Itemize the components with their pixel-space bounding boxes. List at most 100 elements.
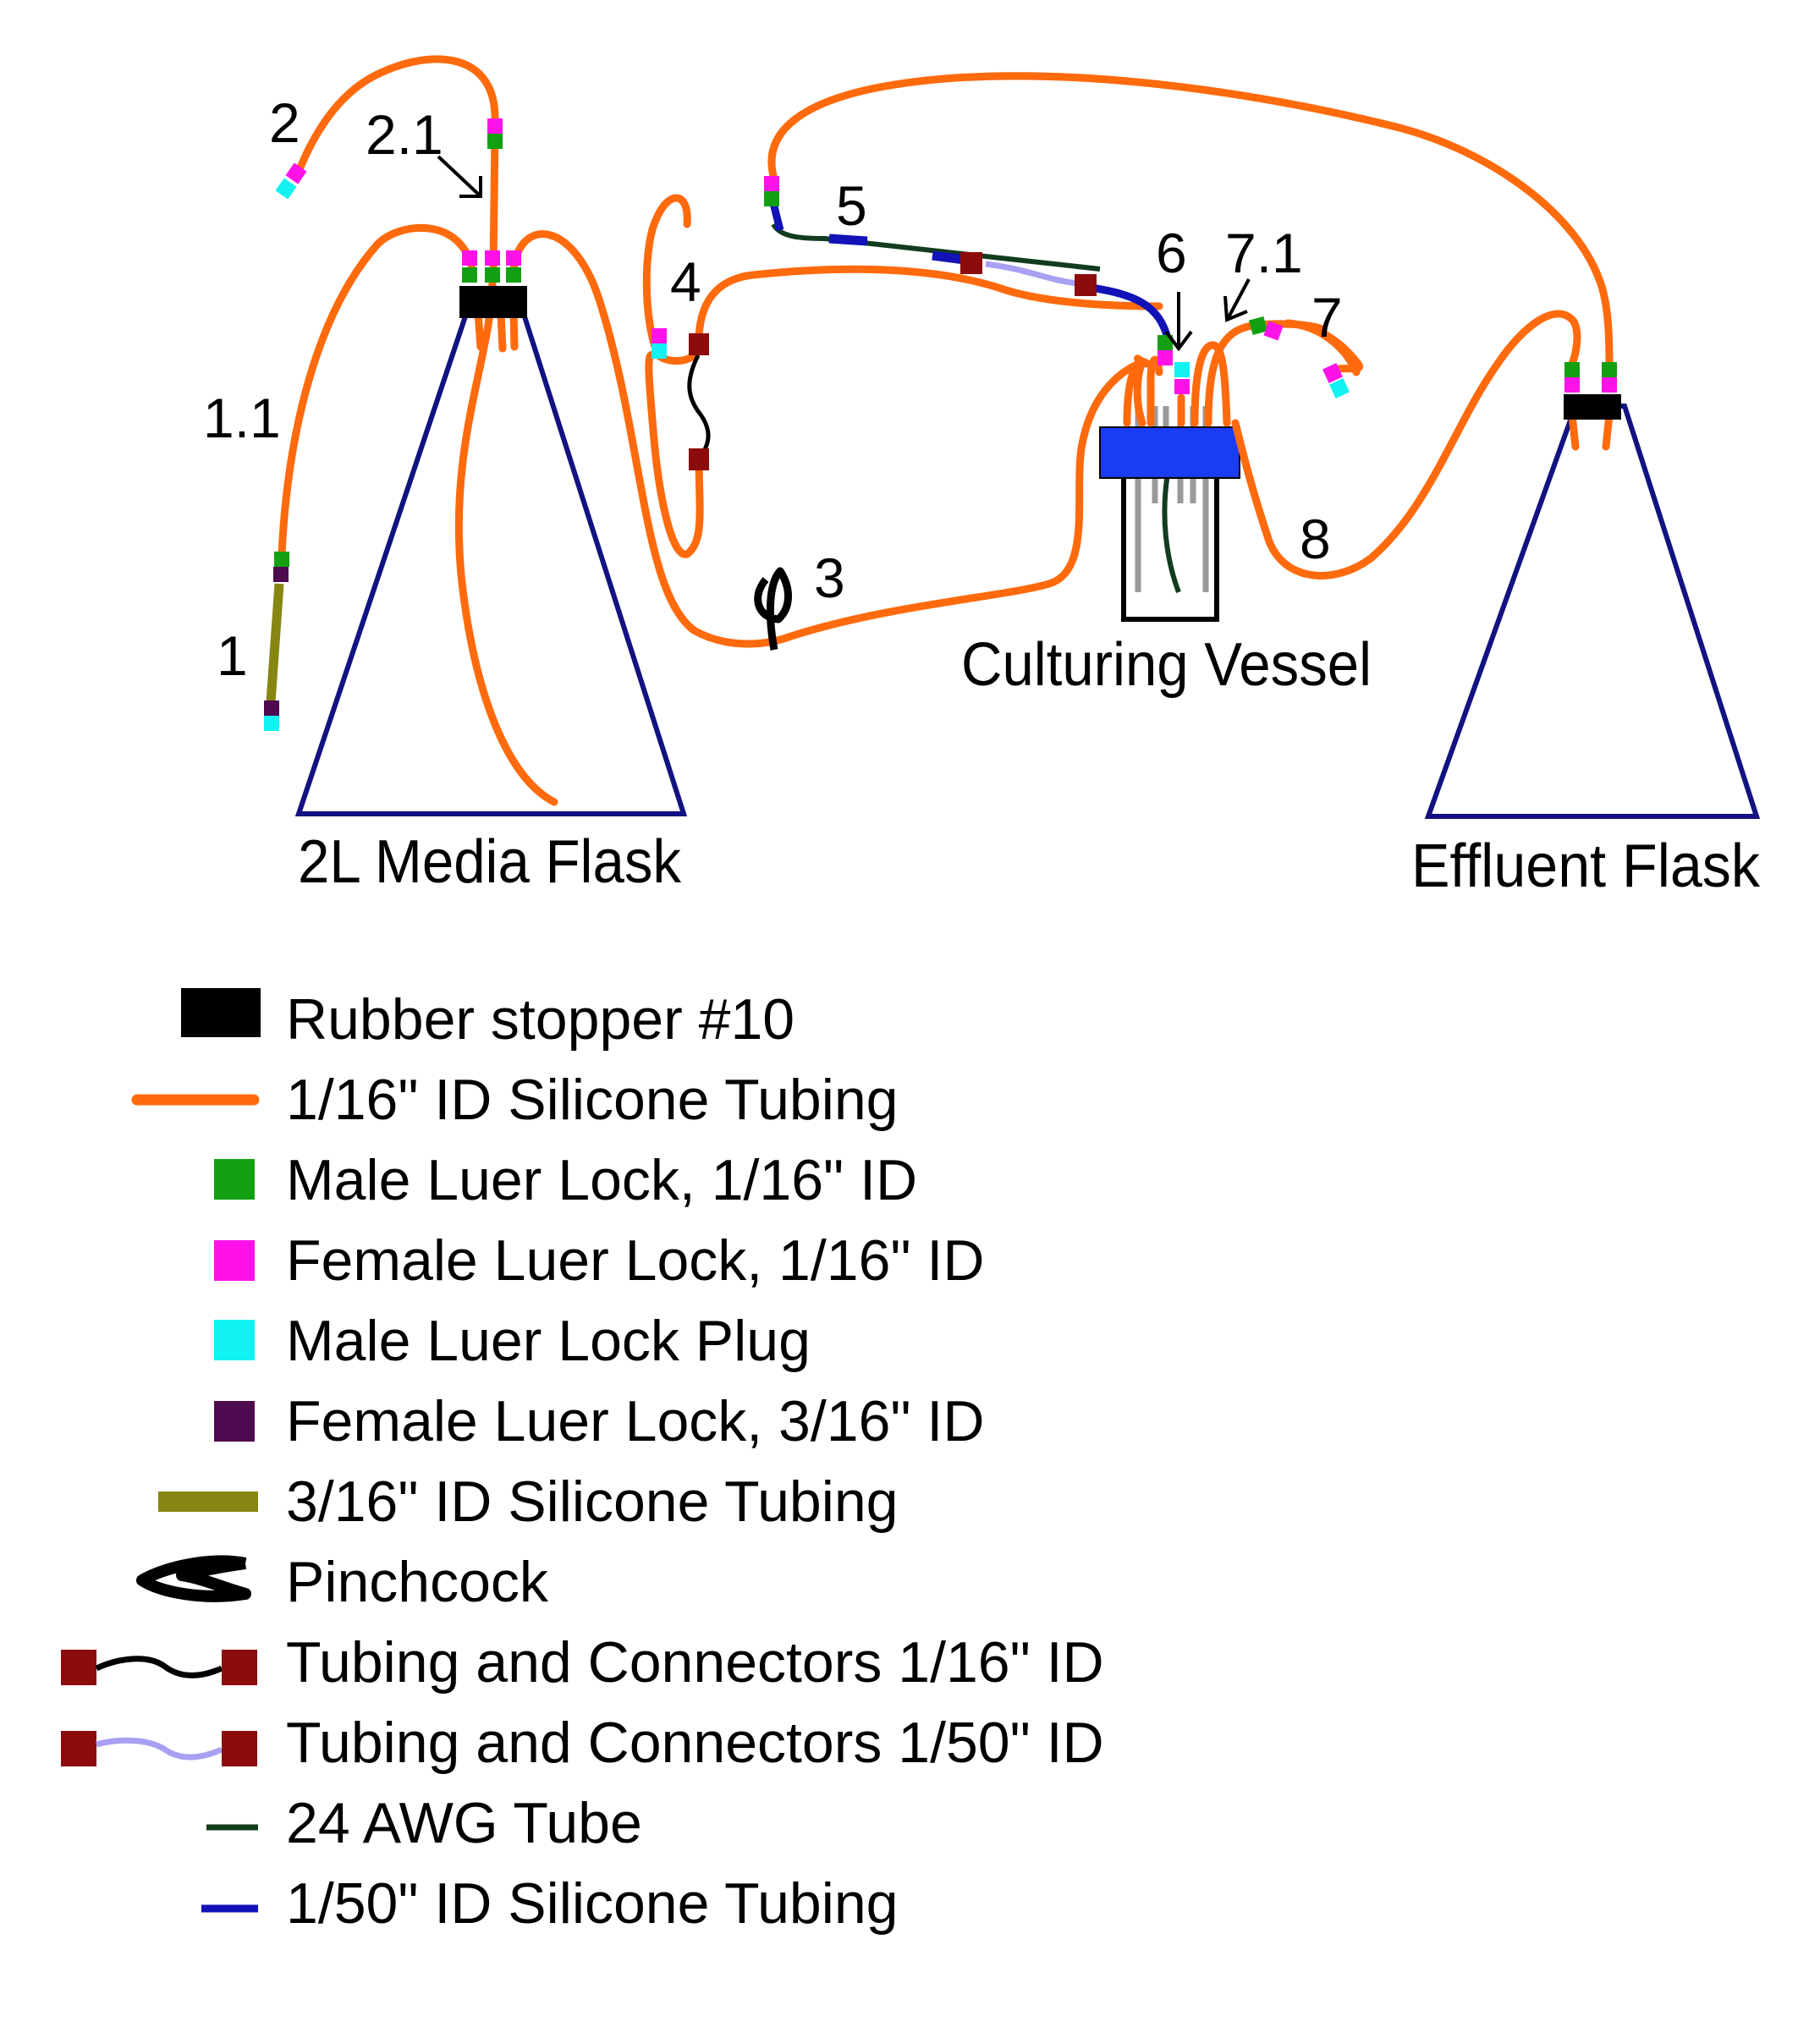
tubing-5-blue-c	[932, 250, 965, 265]
media-flask-stub-left	[474, 309, 485, 351]
legend-pinchcock-icon	[136, 1555, 251, 1602]
tube-7-plug	[1329, 378, 1350, 398]
legend: Rubber stopper #10 1/16" ID Silicone Tub…	[61, 987, 1104, 1936]
vessel-6-female	[1157, 350, 1173, 365]
tube-5-male	[764, 191, 779, 206]
arrow-7-1-head	[1223, 295, 1248, 322]
vessel-blue-top-male	[1157, 335, 1173, 350]
legend-label-11: 24 AWG Tube	[286, 1791, 642, 1855]
legend-connector-150-left	[61, 1731, 96, 1766]
legend-label-3: Male Luer Lock, 1/16" ID	[286, 1148, 917, 1212]
tube-4-connector-top	[689, 333, 709, 355]
label-4: 4	[670, 250, 701, 313]
label-3: 3	[814, 547, 845, 609]
tube-4-connector-tubing	[687, 354, 711, 459]
vessel-6-plug	[1174, 362, 1190, 377]
effluent-flask-title: Effluent Flask	[1411, 832, 1761, 900]
tube-7-1-male	[1248, 316, 1268, 336]
stopper-mid-female	[485, 250, 500, 266]
label-7: 7	[1311, 286, 1343, 349]
tubing-5-orange	[767, 72, 1614, 368]
tubing-2	[294, 55, 499, 178]
tubing-4	[642, 194, 705, 365]
effluent-right-male	[1602, 362, 1617, 377]
vessel-tube-left	[1133, 358, 1146, 427]
label-1: 1	[217, 624, 248, 687]
effluent-stub-left	[1568, 410, 1580, 451]
label-5: 5	[836, 174, 867, 237]
legend-label-5: Male Luer Lock Plug	[286, 1309, 811, 1373]
legend-female-luer-316-icon	[214, 1401, 255, 1442]
tubing-5-blue-a	[769, 201, 784, 232]
label-6: 6	[1156, 222, 1187, 284]
effluent-left-male	[1564, 362, 1580, 377]
tube-5-female	[764, 176, 779, 191]
vessel-tube-right-a	[1190, 341, 1231, 427]
culturing-vessel	[1099, 406, 1240, 622]
vessel-6-female-2	[1174, 379, 1190, 394]
media-flask-stub-mid	[497, 309, 507, 353]
stopper-left-female	[462, 250, 477, 266]
effluent-left-female	[1564, 377, 1580, 393]
media-flask-stopper	[459, 286, 527, 318]
legend-connector-116-left	[61, 1650, 96, 1685]
legend-label-6: Female Luer Lock, 3/16" ID	[286, 1389, 984, 1453]
stopper-right-male	[506, 267, 521, 283]
legend-rubber-stopper-icon	[181, 988, 261, 1037]
vessel-awg-inner	[1162, 473, 1181, 594]
tubing-5-blue-b	[828, 233, 868, 246]
media-flask-title: 2L Media Flask	[298, 828, 682, 896]
arrow-2-1-head	[459, 176, 482, 198]
tube-2-female	[285, 162, 307, 184]
legend-male-plug-icon	[214, 1320, 255, 1360]
effluent-flask-stopper	[1564, 394, 1621, 420]
effluent-stub-right	[1602, 410, 1614, 451]
label-1-1: 1.1	[203, 387, 281, 449]
tubing-5-blue-d	[1091, 283, 1172, 340]
tube-4-connector-bottom	[689, 448, 709, 470]
legend-label-4: Female Luer Lock, 1/16" ID	[286, 1228, 984, 1293]
tube-1-plug	[264, 716, 279, 731]
media-flask-dip-tube	[454, 275, 558, 806]
arrow-2-1	[437, 155, 482, 198]
tubing-8	[1231, 310, 1581, 580]
legend-label-1: Rubber stopper #10	[286, 987, 795, 1052]
arrow-6-head	[1164, 330, 1193, 352]
tubing-2-1	[489, 127, 499, 273]
tube-2-1-female	[487, 118, 503, 134]
legend-tubing-116-conn-line	[95, 1656, 223, 1678]
legend-label-9: Tubing and Connectors 1/16" ID	[286, 1630, 1104, 1695]
media-flask-outline	[294, 306, 688, 816]
tubing-5-lavender	[985, 261, 1080, 287]
tube-7-1-female	[1263, 321, 1284, 341]
legend-label-12: 1/50" ID Silicone Tubing	[286, 1871, 898, 1936]
label-2: 2	[269, 91, 300, 154]
legend-female-luer-icon	[214, 1240, 255, 1281]
stopper-right-female	[506, 250, 521, 266]
tube-1-1-male	[274, 552, 289, 567]
tubing-4-top	[695, 265, 1163, 346]
tubing-1	[266, 583, 284, 703]
label-7-1: 7.1	[1225, 222, 1303, 284]
tube-5-connector-left	[960, 252, 982, 274]
tube-1-female-316-top	[273, 567, 289, 582]
label-8: 8	[1300, 508, 1331, 570]
tube-5-connector-right	[1075, 274, 1097, 296]
tube-2-1-male	[487, 134, 503, 149]
legend-label-8: Pinchcock	[286, 1550, 549, 1614]
legend-label-2: 1/16" ID Silicone Tubing	[286, 1068, 898, 1132]
tubing-3	[509, 230, 1146, 648]
legend-label-10: Tubing and Connectors 1/50" ID	[286, 1711, 1104, 1775]
tube-4-female	[652, 328, 667, 343]
media-flask	[294, 275, 688, 816]
tubing-7-end	[1284, 319, 1361, 376]
tube-7-female	[1322, 363, 1343, 383]
tubing-1-1	[278, 223, 476, 558]
tube-1-female-316-bottom	[264, 700, 279, 716]
legend-label-7: 3/16" ID Silicone Tubing	[286, 1469, 898, 1534]
culturing-vessel-title: Culturing Vessel	[961, 631, 1372, 699]
effluent-flask	[1424, 394, 1761, 819]
effluent-flask-outline	[1424, 404, 1761, 819]
pinchcock-3	[754, 567, 792, 651]
